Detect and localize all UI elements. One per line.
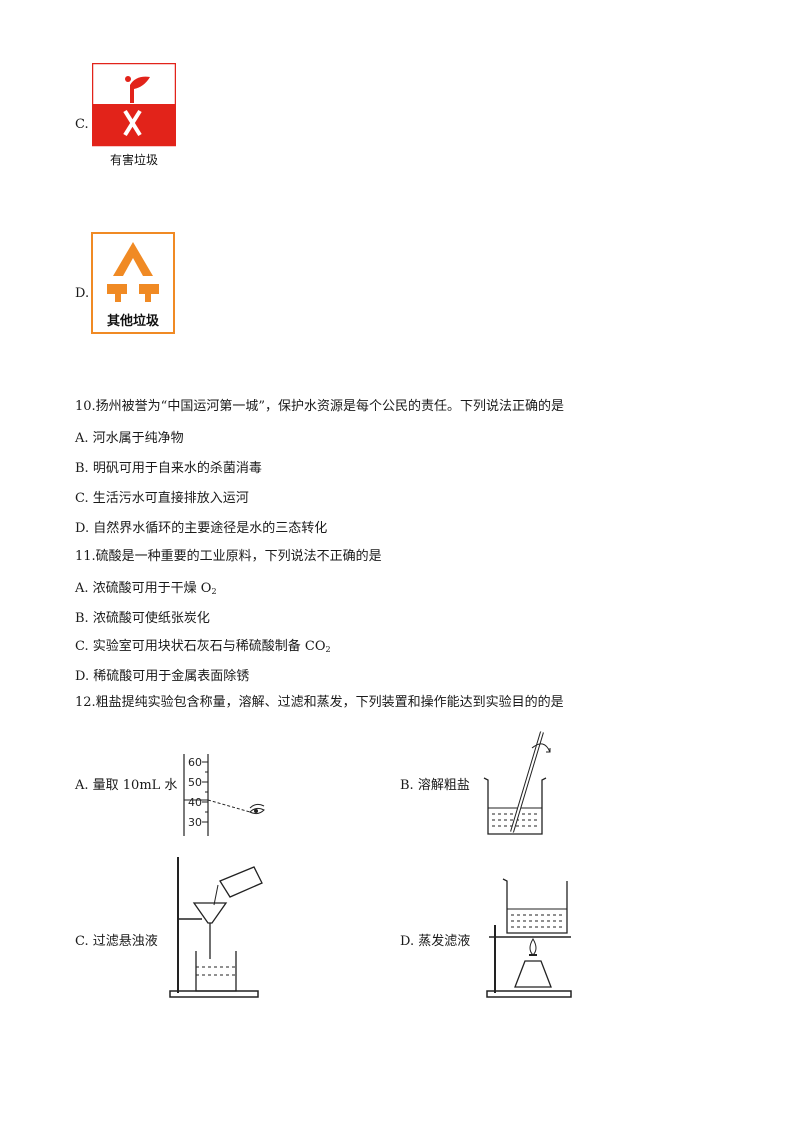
- q10-option-d: D. 自然界水循环的主要途径是水的三态转化: [75, 521, 328, 536]
- q11-option-b-text: B. 浓硫酸可使纸张炭化: [75, 611, 210, 626]
- q10-option-b: B. 明矾可用于自来水的杀菌消毒: [75, 461, 262, 476]
- hazardous-waste-icon: 有害垃圾: [91, 62, 177, 167]
- hazardous-waste-label: 有害垃圾: [110, 152, 158, 167]
- q11-stem: 11.硫酸是一种重要的工业原料，下列说法不正确的是: [75, 549, 382, 564]
- q12-option-b: B. 溶解粗盐: [400, 778, 470, 793]
- q11-option-a: A. 浓硫酸可用于干燥 O2: [75, 580, 217, 601]
- q11-option-c-text: C. 实验室可用块状石灰石与稀硫酸制备 CO: [75, 639, 326, 654]
- beaker-stirring-icon: [483, 731, 551, 835]
- filtration-setup-icon: [169, 857, 263, 998]
- cylinder-tick-50: 50: [188, 776, 202, 789]
- q11-option-c: C. 实验室可用块状石灰石与稀硫酸制备 CO2: [75, 638, 331, 659]
- other-waste-label: 其他垃圾: [107, 313, 160, 329]
- q12-option-d: D. 蒸发滤液: [400, 934, 471, 949]
- graduated-cylinder-icon: 60 50 40 30: [183, 754, 265, 836]
- cylinder-tick-40: 40: [188, 796, 202, 809]
- q11-option-d-text: D. 稀硫酸可用于金属表面除锈: [75, 669, 250, 684]
- q10-stem: 10.扬州被誉为“中国运河第一城”，保护水资源是每个公民的责任。下列说法正确的是: [75, 399, 564, 414]
- other-waste-sign: 其他垃圾: [91, 232, 175, 334]
- q11-option-b: B. 浓硫酸可使纸张炭化: [75, 610, 210, 628]
- q11-option-a-text: A. 浓硫酸可用于干燥 O: [75, 581, 212, 596]
- evaporation-setup-icon: [486, 878, 572, 998]
- q11-option-a-sub: 2: [211, 587, 217, 596]
- other-waste-icon: 其他垃圾: [91, 232, 175, 334]
- dissolving-beaker-figure: [480, 728, 560, 838]
- q9-option-c-letter: C.: [75, 117, 89, 132]
- q12-option-c: C. 过滤悬浊液: [75, 934, 158, 949]
- hazardous-waste-sign: 有害垃圾: [91, 62, 177, 171]
- q12-option-a: A. 量取 10mL 水: [75, 778, 178, 793]
- q11-option-d: D. 稀硫酸可用于金属表面除锈: [75, 668, 249, 686]
- graduated-cylinder-figure: 60 50 40 30: [178, 752, 278, 838]
- q11-option-c-sub: 2: [325, 645, 331, 654]
- q9-option-d-letter: D.: [75, 286, 90, 301]
- cylinder-tick-30: 30: [188, 816, 202, 829]
- q10-option-c: C. 生活污水可直接排放入运河: [75, 491, 249, 506]
- q12-stem: 12.粗盐提纯实验包含称量，溶解、过滤和蒸发，下列装置和操作能达到实验目的的是: [75, 695, 564, 710]
- cylinder-tick-60: 60: [188, 756, 202, 769]
- q10-option-a: A. 河水属于纯净物: [75, 431, 184, 446]
- evaporation-figure: [485, 875, 575, 1000]
- filtration-figure: [168, 855, 268, 1000]
